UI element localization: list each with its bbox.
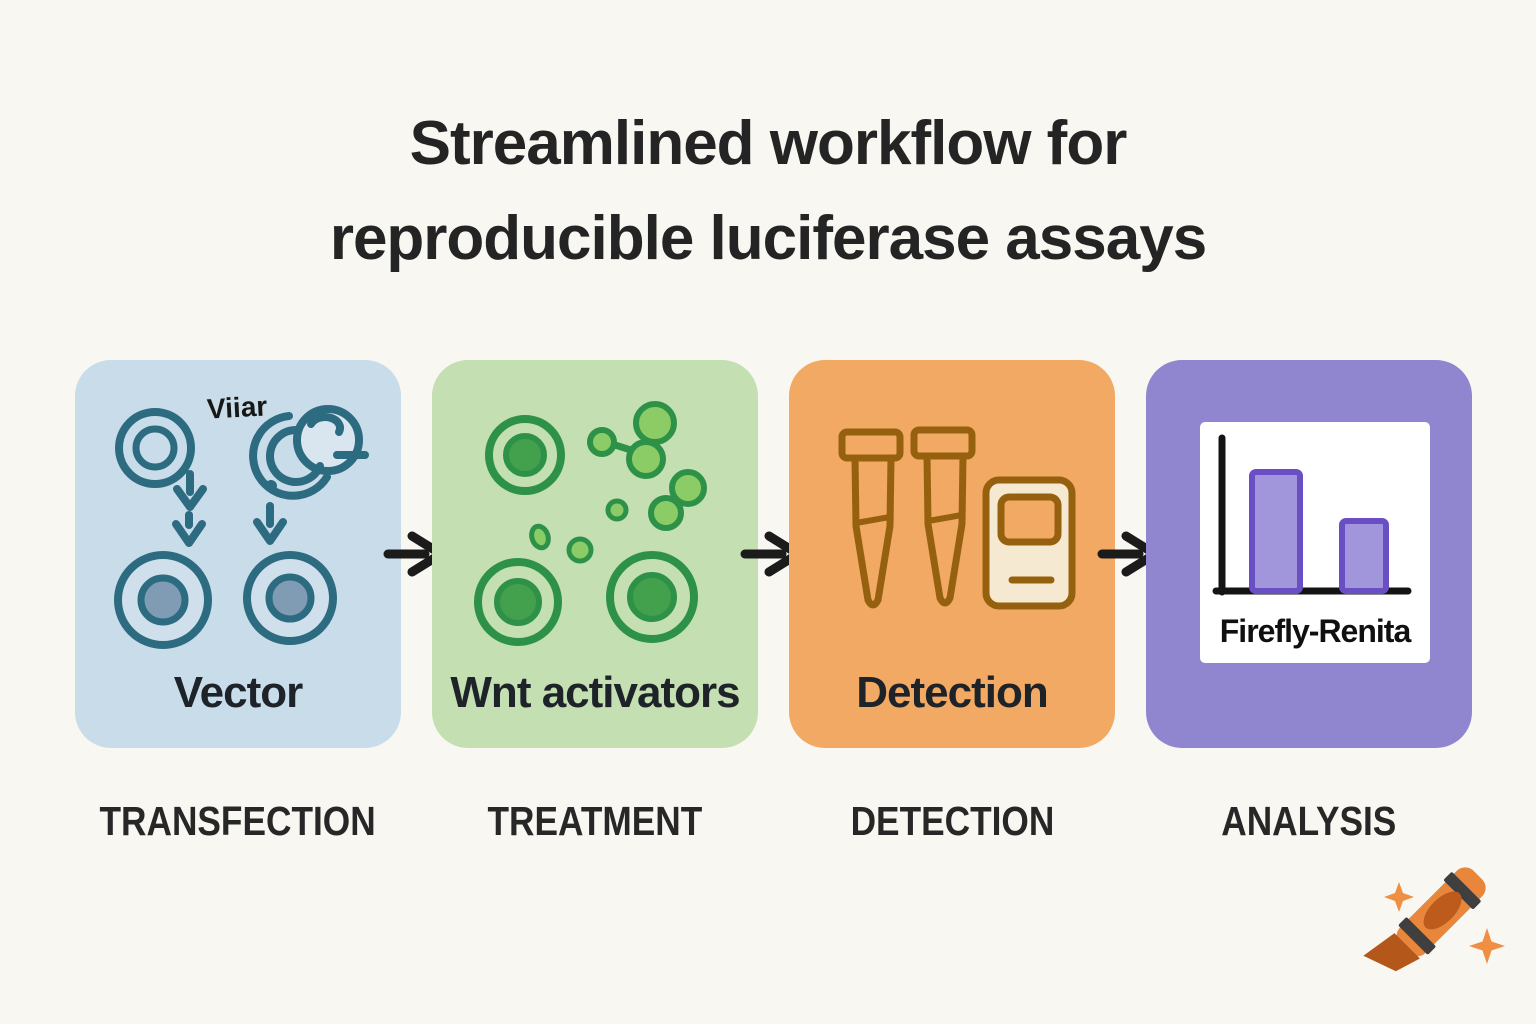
stage-labels-row: TRANSFECTION TREATMENT DETECTION ANALYSI… bbox=[75, 798, 1472, 845]
page-title: Streamlined workflow for reproducible lu… bbox=[0, 96, 1536, 286]
dashed-down-arrow-icon bbox=[253, 480, 287, 545]
treatment-graphic bbox=[474, 401, 707, 646]
transfected-cell-icon bbox=[243, 551, 337, 645]
activator-blob-icon bbox=[648, 469, 707, 531]
flow-gap bbox=[383, 360, 445, 748]
title-line-2: reproducible luciferase assays bbox=[329, 204, 1207, 273]
panel-caption-detection: Detection bbox=[856, 668, 1048, 717]
panel-transfection: Viiar Vector bbox=[75, 360, 401, 748]
activator-blob-icon bbox=[587, 401, 677, 479]
cell-icon bbox=[606, 551, 698, 643]
sparkle-icon bbox=[1384, 882, 1414, 912]
luminometer-icon bbox=[982, 476, 1076, 610]
bar-chart-icon bbox=[1212, 434, 1412, 596]
transfected-cell-icon bbox=[114, 551, 212, 649]
panel-caption-wnt-activators: Wnt activators bbox=[450, 668, 740, 717]
microtube-icon bbox=[838, 428, 904, 609]
chart-card: Firefly-Renita bbox=[1200, 422, 1430, 663]
panel-caption-vector: Vector bbox=[173, 668, 304, 717]
stage-label-text: ANALYSIS bbox=[1221, 798, 1397, 844]
detection-graphic bbox=[838, 426, 1076, 610]
panel-treatment: Wnt activators bbox=[432, 360, 758, 748]
flow-gap bbox=[1097, 360, 1159, 748]
flow-gap bbox=[740, 360, 802, 748]
panel-analysis: Firefly-Renita bbox=[1146, 360, 1472, 748]
transfection-graphic bbox=[114, 405, 369, 649]
stage-label-treatment: TREATMENT bbox=[432, 798, 758, 845]
title-line-1: Streamlined workflow for bbox=[409, 109, 1128, 178]
cell-icon bbox=[485, 415, 565, 495]
down-arrow-icon bbox=[172, 470, 207, 547]
plasmid-annotation: Viiar bbox=[206, 390, 268, 425]
panel-detection: Detection bbox=[789, 360, 1115, 748]
chart-bar-left bbox=[1249, 469, 1303, 594]
stage-label-text: TREATMENT bbox=[487, 798, 703, 844]
stage-label-analysis: ANALYSIS bbox=[1146, 798, 1472, 845]
crayon-icon bbox=[1363, 867, 1486, 972]
microtube-icon bbox=[910, 426, 976, 607]
cell-icon bbox=[474, 558, 562, 646]
chart-label: Firefly-Renita bbox=[1219, 613, 1411, 649]
stage-label-detection: DETECTION bbox=[789, 798, 1115, 845]
workflow-row: Viiar Vector bbox=[75, 360, 1472, 748]
chart-bar-right bbox=[1339, 518, 1389, 594]
sparkle-icon bbox=[1469, 928, 1505, 964]
crayon-logo bbox=[1363, 867, 1505, 972]
plasmid-icon bbox=[249, 405, 369, 500]
stage-label-text: TRANSFECTION bbox=[99, 798, 377, 844]
cell-icon bbox=[115, 408, 195, 488]
activator-blob-icon bbox=[529, 498, 629, 564]
stage-label-transfection: TRANSFECTION bbox=[75, 798, 401, 845]
stage-label-text: DETECTION bbox=[850, 798, 1054, 844]
